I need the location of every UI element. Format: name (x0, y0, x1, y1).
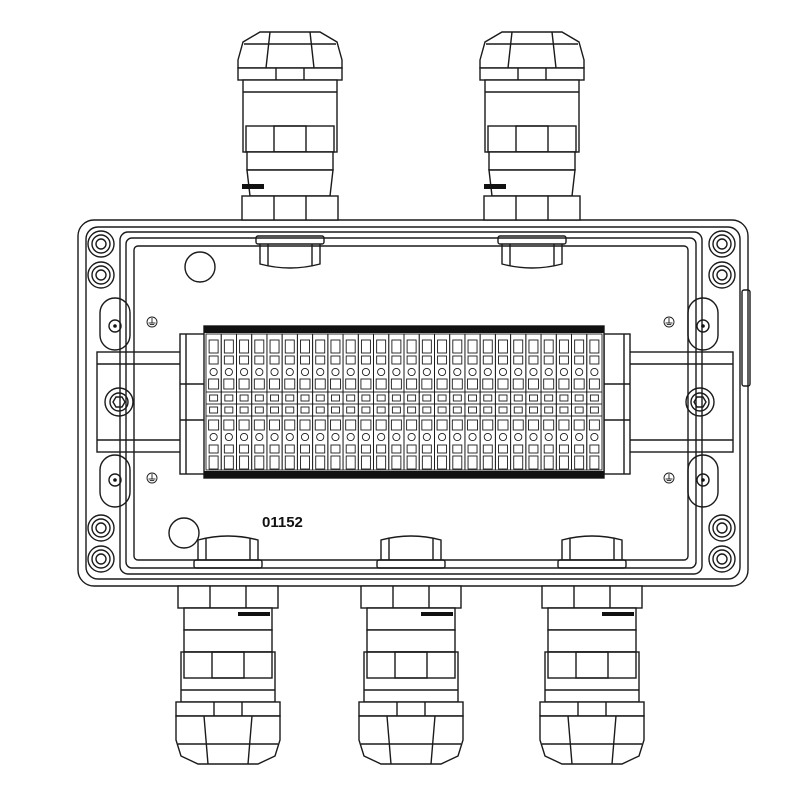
terminal (494, 333, 512, 471)
end-stop-left (179, 333, 207, 475)
corner-bolt-top-right (708, 230, 736, 289)
rail-screw-right-icon (685, 387, 715, 417)
terminal (312, 333, 329, 471)
terminal (357, 333, 374, 471)
terminal (571, 333, 588, 471)
terminal (525, 333, 542, 471)
terminal (464, 333, 481, 471)
cable-gland-bottom (358, 535, 464, 765)
blanking-hole-top (184, 251, 216, 283)
rail-screw-left-icon (104, 387, 134, 417)
bottom-cable-glands (175, 535, 645, 765)
earth-ground-icon (146, 472, 158, 484)
blanking-hole-bottom (168, 517, 200, 549)
cable-gland-top (479, 31, 585, 269)
part-number-label: 01152 (262, 514, 303, 531)
earth-ground-icon (146, 316, 158, 328)
terminal (236, 333, 253, 471)
cable-gland-bottom (539, 535, 645, 765)
terminal (586, 333, 603, 471)
mounting-slot-right (687, 297, 719, 508)
terminal (342, 333, 359, 471)
top-cable-glands (237, 31, 585, 269)
terminal (281, 333, 298, 471)
corner-bolt-top-left (87, 230, 115, 289)
end-stop-right (603, 333, 631, 475)
terminal-block (203, 325, 605, 479)
terminal (220, 333, 237, 471)
earth-ground-icon (663, 472, 675, 484)
cable-gland-bottom (175, 535, 281, 765)
corner-bolt-bottom-left (87, 514, 115, 573)
corner-bolt-bottom-right (708, 514, 736, 573)
mounting-slot-left (99, 297, 131, 508)
earth-ground-icon (663, 316, 675, 328)
cable-gland-top (237, 31, 343, 269)
